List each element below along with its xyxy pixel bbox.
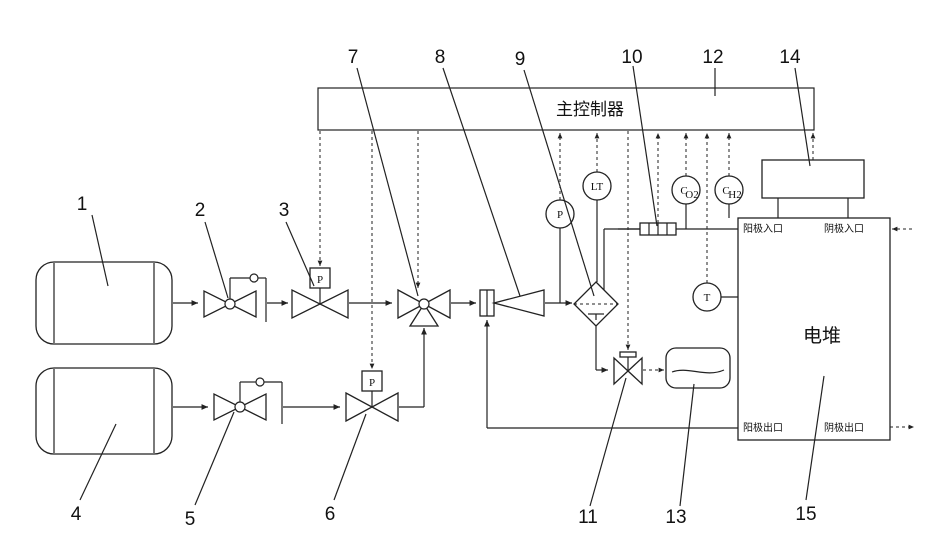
cathode-inlet-label: 阴极入口 xyxy=(824,222,864,235)
callout-7: 7 xyxy=(348,47,359,68)
water-separator-9 xyxy=(574,282,618,326)
main-controller: 主控制器 xyxy=(318,88,814,130)
callout-11: 11 xyxy=(578,507,598,528)
svg-text:H2: H2 xyxy=(728,189,741,201)
level-transmitter-label: LT xyxy=(591,181,604,193)
solenoid-valve-6: P xyxy=(346,371,398,421)
drain-valve-11 xyxy=(614,352,642,384)
callout-12: 12 xyxy=(702,47,723,68)
temperature-sensor-t: T xyxy=(693,283,738,311)
callout-15: 15 xyxy=(795,504,816,525)
callout-14: 14 xyxy=(779,47,801,68)
level-transmitter-lt: LT xyxy=(583,172,611,282)
hydrogen-tank-4 xyxy=(36,368,172,454)
pressure-reducing-valve-5 xyxy=(214,378,282,424)
hydrogen-tank-1 xyxy=(36,262,172,344)
oxygen-concentration-sensor: C O2 xyxy=(672,176,700,229)
callout-9: 9 xyxy=(515,49,526,70)
temperature-sensor-label: T xyxy=(704,292,711,304)
pressure-reducing-valve-2 xyxy=(204,274,266,322)
pressure-sensor-label: P xyxy=(557,209,563,221)
auxiliary-box-14 xyxy=(762,160,864,218)
callout-10: 10 xyxy=(621,47,642,68)
flowmeter-10 xyxy=(640,223,676,235)
anode-outlet-label: 阳极出口 xyxy=(743,421,783,434)
callout-1: 1 xyxy=(77,194,88,215)
callout-6: 6 xyxy=(325,504,336,525)
fuel-cell-stack-15: 电堆 阳极入口 阴极入口 阳极出口 阴极出口 xyxy=(738,218,890,440)
anode-inlet-label: 阳极入口 xyxy=(743,222,783,235)
svg-text:P: P xyxy=(317,274,323,286)
hydrogen-concentration-sensor: C H2 xyxy=(715,176,743,218)
controller-label: 主控制器 xyxy=(556,100,624,120)
solenoid-valve-3: P xyxy=(292,268,348,318)
callout-3: 3 xyxy=(279,200,290,221)
three-way-valve-7 xyxy=(398,290,450,326)
stack-label: 电堆 xyxy=(803,325,841,347)
callout-4: 4 xyxy=(71,504,82,525)
svg-text:O2: O2 xyxy=(685,189,698,201)
ejector-8 xyxy=(480,290,544,316)
callout-13: 13 xyxy=(665,507,686,528)
callout-2: 2 xyxy=(195,200,206,221)
callout-5: 5 xyxy=(185,509,196,530)
callout-8: 8 xyxy=(435,47,446,68)
pressure-sensor-p: P xyxy=(546,200,574,303)
svg-text:P: P xyxy=(369,377,375,389)
water-tank-13 xyxy=(666,348,730,388)
cathode-outlet-label: 阴极出口 xyxy=(824,421,864,434)
